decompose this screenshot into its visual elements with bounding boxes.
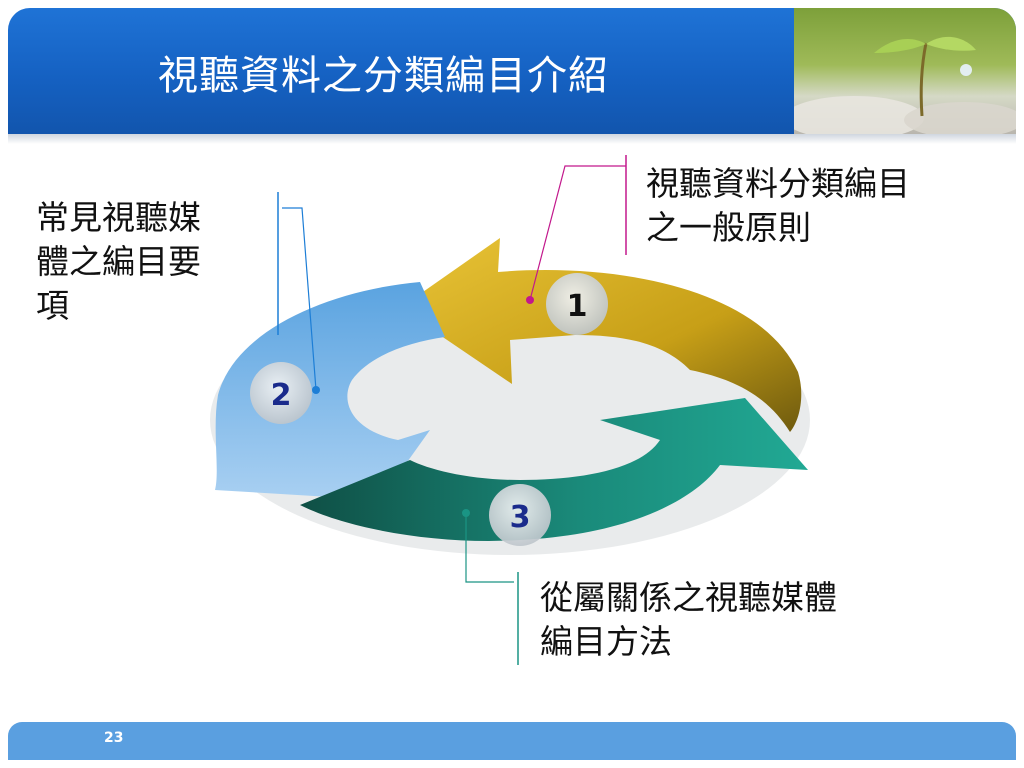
- seedling-icon: [784, 36, 1016, 134]
- header-photo: [784, 8, 1016, 134]
- step-label-1-line2: 之一般原則: [646, 208, 811, 247]
- step-badge-1: 1: [546, 273, 608, 335]
- step-badge-2: 2: [250, 362, 312, 424]
- step-number-2: 2: [271, 378, 292, 413]
- connector-2: [277, 192, 320, 394]
- cycle-arrow-2: [215, 282, 445, 500]
- connector-3: [462, 509, 519, 665]
- slide-title: 視聽資料之分類編目介紹: [158, 53, 609, 99]
- step-badge-3: 3: [489, 484, 551, 546]
- slide-header: 視聽資料之分類編目介紹: [8, 8, 1016, 134]
- step-label-3-line2: 編目方法: [540, 622, 672, 661]
- connector-1: [526, 155, 627, 304]
- step-label-3-line1: 從屬關係之視聽媒體: [540, 578, 837, 617]
- cycle-arrow-1: [400, 238, 802, 432]
- step-label-3: 從屬關係之視聽媒體 編目方法: [540, 576, 837, 664]
- header-shadow: [8, 134, 1016, 144]
- step-number-3: 3: [510, 500, 531, 535]
- step-label-1-line1: 視聽資料分類編目: [646, 164, 910, 203]
- step-number-1: 1: [567, 289, 588, 324]
- step-label-2-line1: 常見視聽媒: [36, 198, 201, 237]
- step-label-2-line2: 體之編目要: [36, 242, 201, 281]
- step-label-2-line3: 項: [36, 286, 69, 325]
- step-label-2: 常見視聽媒 體之編目要 項: [36, 196, 201, 328]
- page-number: 23: [104, 730, 124, 746]
- slide-footer: 23: [8, 722, 1016, 760]
- cycle-arrow-3: [300, 398, 808, 541]
- step-label-1: 視聽資料分類編目 之一般原則: [646, 162, 910, 250]
